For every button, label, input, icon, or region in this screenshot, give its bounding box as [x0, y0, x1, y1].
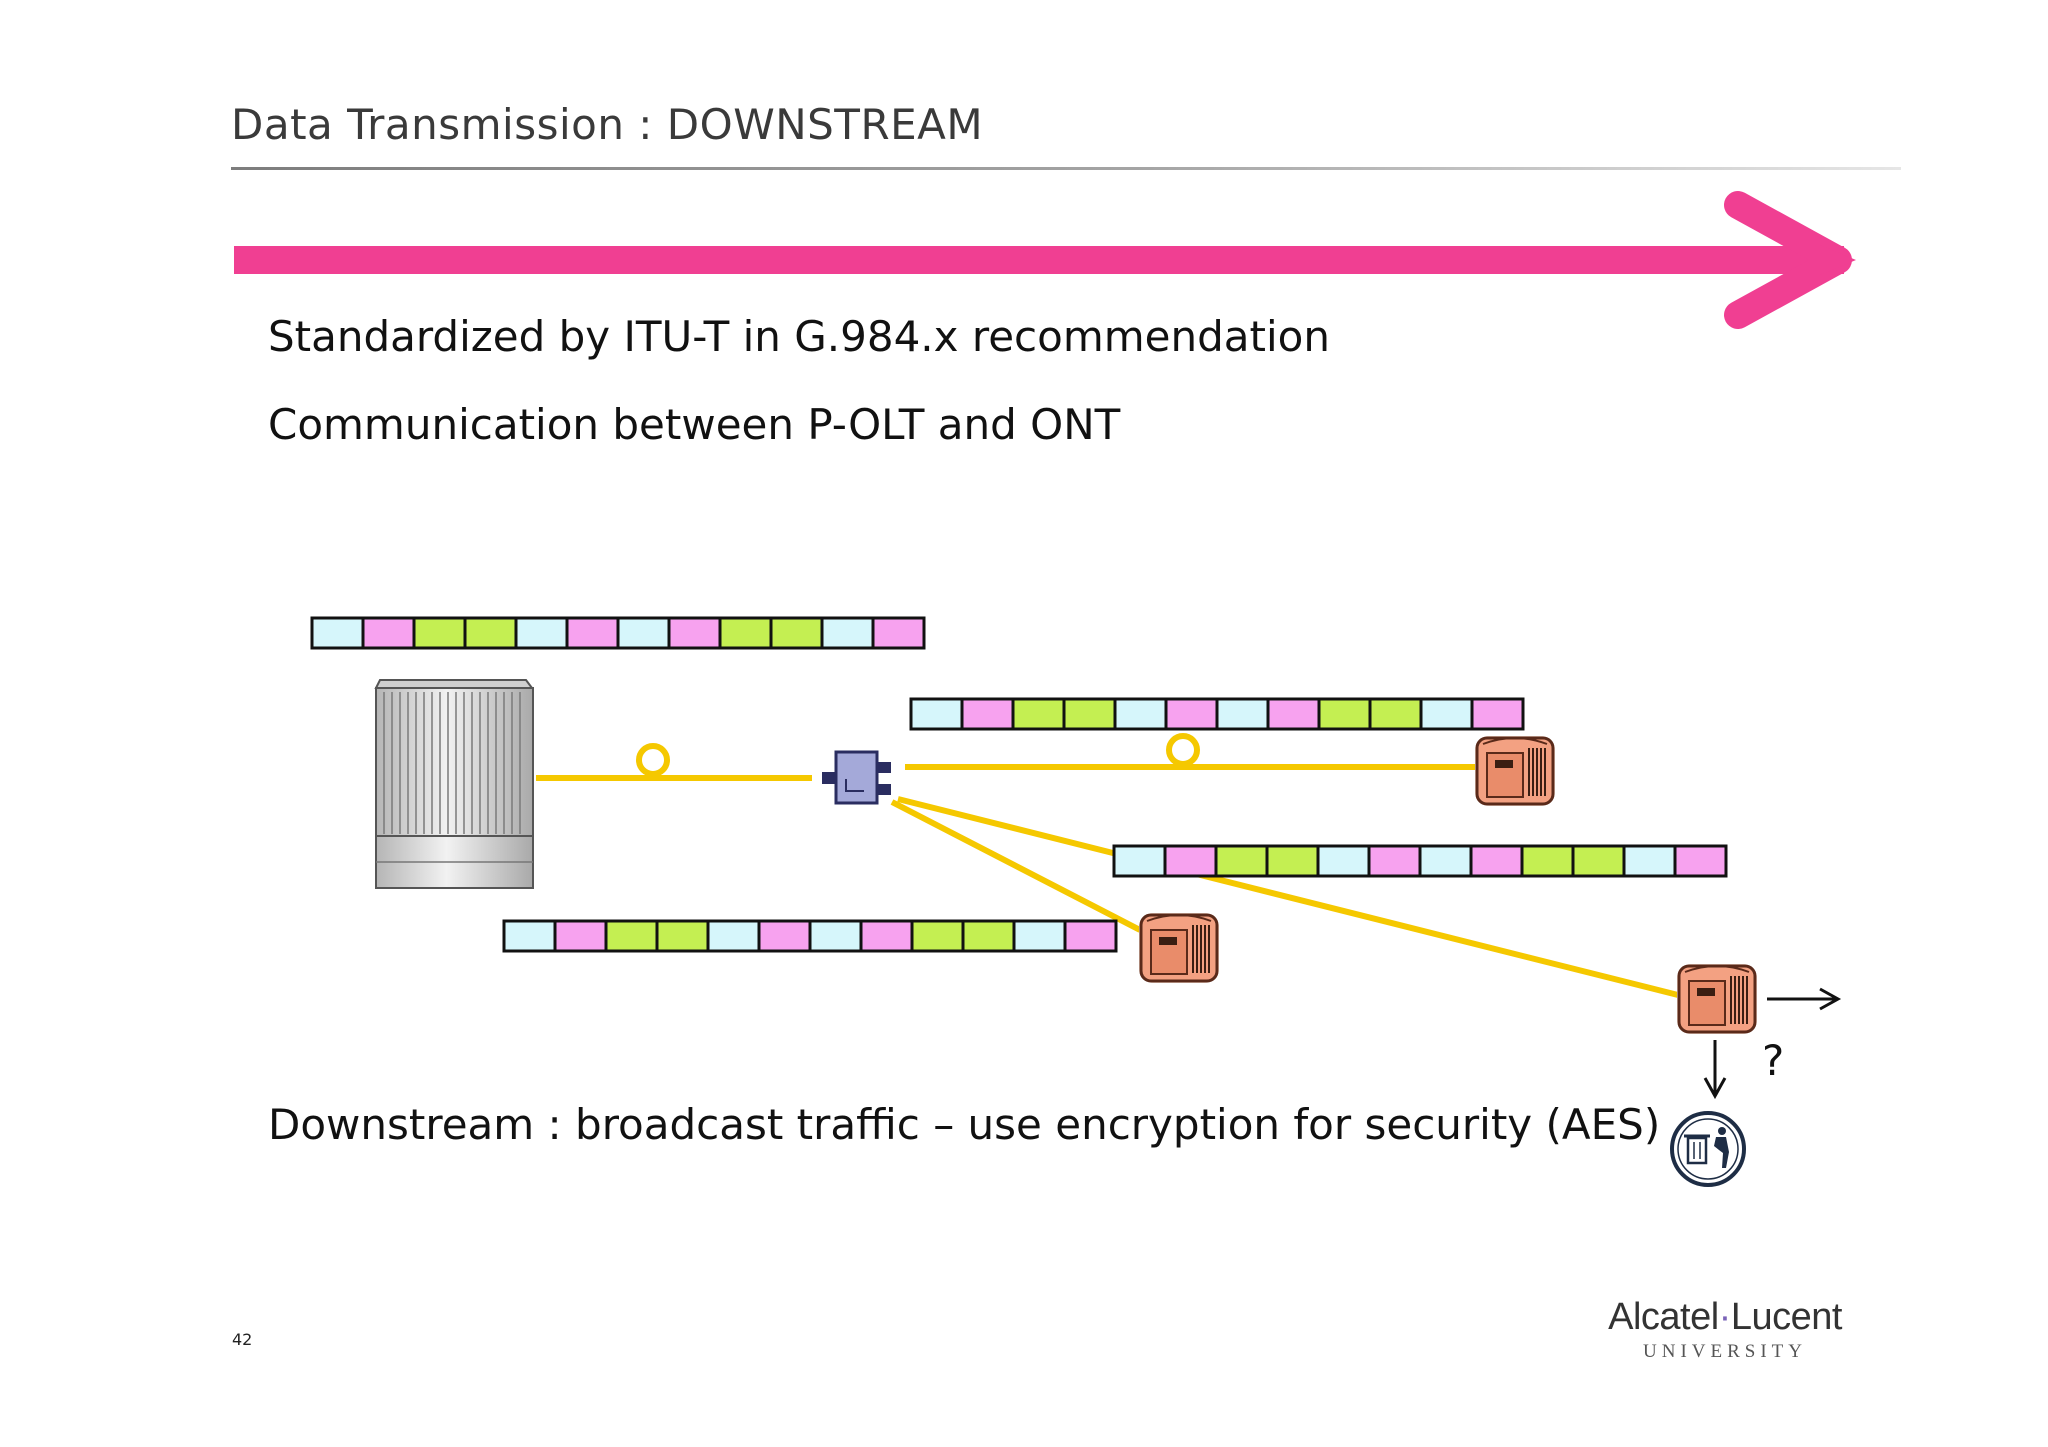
frame-cell [553, 919, 608, 953]
frame-cell [909, 697, 964, 731]
logo-subtitle: UNIVERSITY [1643, 1341, 1807, 1362]
frame-cell [1214, 844, 1269, 878]
fiber-drop-3 [890, 799, 1142, 933]
frame-cell [1470, 697, 1525, 731]
frame-cell [502, 919, 557, 953]
frame-cell [655, 919, 710, 953]
fiber-drop-2 [897, 796, 1679, 998]
frame-cell [820, 616, 875, 650]
frame-cell [718, 616, 773, 650]
frame-cell [1163, 844, 1218, 878]
frame-cell [1265, 844, 1320, 878]
frame-cell [1011, 697, 1066, 731]
title-underline [231, 167, 1901, 170]
frame-cell [910, 919, 965, 953]
frame-cell [1316, 844, 1371, 878]
frame-cell [871, 616, 926, 650]
frame-cell [1368, 697, 1423, 731]
frame-cell [757, 919, 812, 953]
frame-strip-olt [310, 616, 926, 650]
logo-wordmark: Alcatel·Lucent [1600, 1296, 1850, 1339]
ont-icon [1677, 964, 1757, 1034]
bullet-standard: Standardized by ITU-T in G.984.x recomme… [268, 312, 1330, 361]
frame-cell [1266, 697, 1321, 731]
frame-cell [1418, 844, 1473, 878]
frame-cell [1062, 697, 1117, 731]
question-mark: ? [1762, 1036, 1785, 1085]
frame-cell [412, 616, 467, 650]
frame-cell [1419, 697, 1474, 731]
fiber-links [536, 733, 1679, 998]
logo-separator: · [1718, 1296, 1732, 1338]
frame-cell [1622, 844, 1677, 878]
frame-cell [1012, 919, 1067, 953]
frame-cell [769, 616, 824, 650]
frame-cell [1367, 844, 1422, 878]
logo-name-left: Alcatel [1608, 1296, 1719, 1338]
fiber-loop-feeder [636, 743, 670, 777]
frame-cell [1113, 697, 1168, 731]
frame-cell [808, 919, 863, 953]
frame-cell [1571, 844, 1626, 878]
frame-cell [1520, 844, 1575, 878]
frame-cell [463, 616, 518, 650]
frame-cell [1112, 844, 1167, 878]
frame-cell [859, 919, 914, 953]
frame-cell [565, 616, 620, 650]
frame-cell [604, 919, 659, 953]
frame-strip-ont-3 [502, 919, 1118, 953]
ont-icon [1475, 736, 1555, 806]
frame-cell [706, 919, 761, 953]
frame-cell [1063, 919, 1118, 953]
frame-cell [616, 616, 671, 650]
frame-cell [960, 697, 1015, 731]
frame-cell [667, 616, 722, 650]
forward-arrow-icon [1767, 987, 1842, 1011]
frame-strip-ont-1 [909, 697, 1525, 731]
slide-number: 42 [232, 1330, 253, 1349]
slide-title: Data Transmission : DOWNSTREAM [231, 100, 984, 149]
ont-icon [1139, 913, 1219, 983]
frame-cell [1469, 844, 1524, 878]
splitter-icon [822, 750, 891, 805]
frame-cell [310, 616, 365, 650]
frame-cell [1317, 697, 1372, 731]
frame-cell [361, 616, 416, 650]
discard-arrow-icon [1703, 1040, 1727, 1100]
bullet-downstream: Downstream : broadcast traffic – use enc… [268, 1100, 1661, 1149]
trash-bin-icon [1670, 1111, 1746, 1187]
fiber-loop-drop-1 [1166, 733, 1200, 767]
frame-cell [514, 616, 569, 650]
alcatel-lucent-logo: Alcatel·Lucent UNIVERSITY [1600, 1296, 1850, 1363]
frame-cell [1215, 697, 1270, 731]
logo-name-right: Lucent [1730, 1296, 1843, 1338]
frame-cell [1164, 697, 1219, 731]
olt-chassis-icon [374, 679, 534, 889]
frame-cell [1673, 844, 1728, 878]
bullet-communication: Communication between P-OLT and ONT [268, 400, 1121, 449]
frame-strip-ont-2 [1112, 844, 1728, 878]
frame-cell [961, 919, 1016, 953]
downstream-direction-arrow-icon [234, 191, 1856, 329]
